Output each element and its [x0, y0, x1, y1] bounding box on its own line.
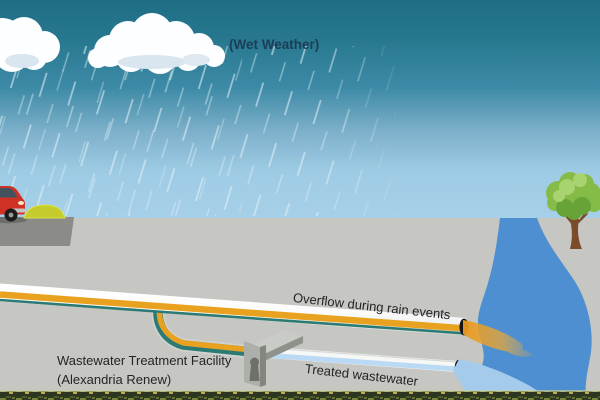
road — [0, 217, 74, 246]
tree-icon — [546, 172, 600, 249]
cloud-icon — [88, 13, 225, 74]
treatment-facility-label-line2: (Alexandria Renew) — [57, 371, 172, 387]
wet-weather-label: (Wet Weather) — [229, 37, 320, 52]
rain-icon — [0, 46, 396, 216]
overflow-plume — [463, 320, 534, 357]
treatment-facility-label: Wastewater Treatment Facility (Alexandri… — [57, 352, 231, 389]
soil-strip — [0, 390, 600, 400]
cloud-icon — [0, 17, 60, 72]
tree-trunk — [564, 212, 588, 249]
combined-sewer-pipe — [0, 283, 469, 336]
car-icon — [0, 186, 27, 224]
treatment-facility-label-line1: Wastewater Treatment Facility — [57, 353, 232, 368]
treatment-facility-icon — [243, 330, 303, 387]
tree-foliage — [546, 172, 600, 220]
grass-mound — [23, 204, 66, 219]
car-window — [0, 188, 18, 198]
stream — [461, 218, 592, 400]
treated-plume — [453, 359, 548, 400]
